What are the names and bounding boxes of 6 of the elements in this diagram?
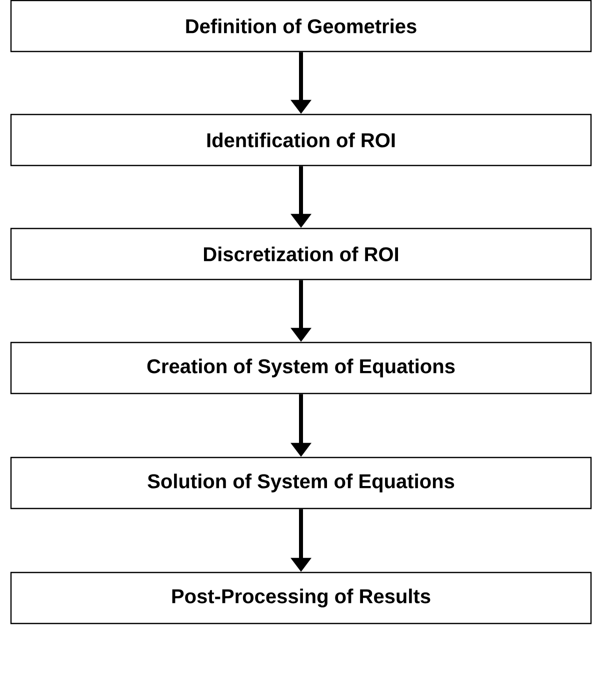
process-box: Solution of System of Equations bbox=[10, 456, 592, 510]
process-box: Identification of ROI bbox=[10, 114, 592, 166]
process-box: Post-Processing of Results bbox=[10, 572, 592, 624]
process-box: Creation of System of Equations bbox=[10, 342, 592, 394]
process-box: Definition of Geometries bbox=[10, 0, 592, 52]
process-box: Discretization of ROI bbox=[10, 228, 592, 280]
